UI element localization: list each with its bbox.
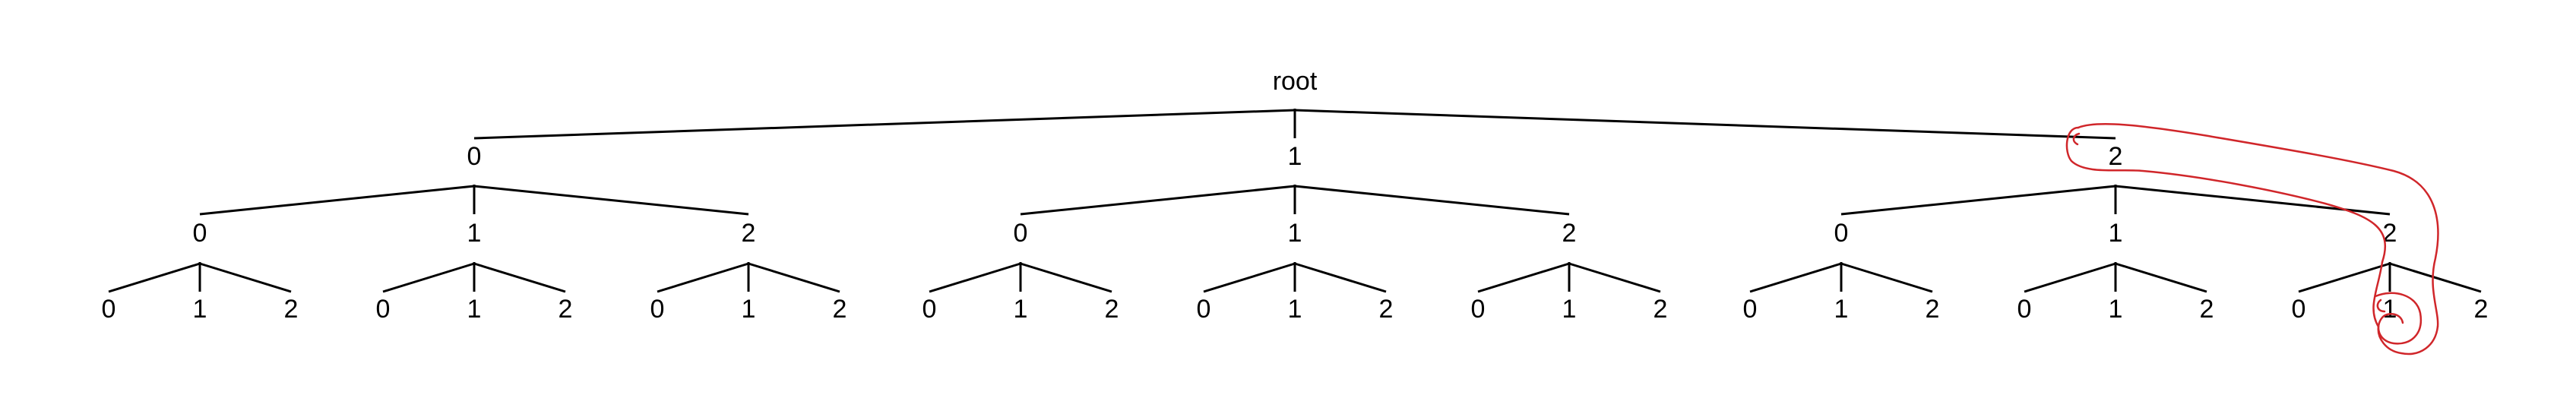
level1-node-1: 1: [1288, 142, 1302, 171]
edge-0-2-to-0: [657, 262, 749, 293]
leaf-node-2-0-2: 2: [1926, 295, 1940, 324]
tree-node-labels: root 0 0 0 1 2 1 0 1 2 2 0 1 2 1 0 0 1 2 1 0 1 2 2 0 1 2 2 0 0 1 2 1 0 1 2 2…: [102, 67, 2489, 324]
level2-node-1-0: 0: [1014, 219, 1028, 248]
leaf-node-0-1-2: 2: [559, 295, 573, 324]
level2-node-1-1: 1: [1288, 219, 1302, 248]
edge-1-2-to-2: [1568, 262, 1661, 293]
level2-node-0-2: 2: [742, 219, 756, 248]
edge-2-1-to-2: [2115, 262, 2207, 293]
edge-2-0-to-0: [1749, 262, 1842, 293]
leaf-node-1-2-0: 0: [1471, 295, 1486, 324]
edge-0-0-to-2: [199, 262, 292, 293]
leaf-node-1-2-2: 2: [1654, 295, 1668, 324]
annotation-left-descent: [2372, 261, 2384, 328]
annotation-hook: [2072, 132, 2081, 146]
leaf-node-2-2-2: 2: [2474, 295, 2489, 324]
edge-1-to-2: [1294, 185, 1570, 216]
edge-2-2-to-0: [2298, 262, 2391, 293]
leaf-node-1-0-2: 2: [1105, 295, 1119, 324]
leaf-node-1-0-1: 1: [1014, 295, 1028, 324]
edge-0-2-to-2: [748, 262, 840, 293]
leaf-node-0-2-1: 1: [742, 295, 756, 324]
leaf-node-2-1-1: 1: [2109, 295, 2123, 324]
leaf-node-1-2-1: 1: [1562, 295, 1577, 324]
leaf-node-0-2-2: 2: [833, 295, 847, 324]
annotation-upper-stroke: [2077, 123, 2439, 328]
level2-node-2-2: 2: [2383, 219, 2397, 248]
edge-1-1-to-0: [1203, 262, 1296, 293]
edge-0-0-to-0: [108, 262, 201, 293]
edge-2-to-0: [1840, 185, 2116, 216]
level2-node-0-0: 0: [193, 219, 207, 248]
level2-node-2-1: 1: [2109, 219, 2123, 248]
leaf-node-2-1-0: 0: [2017, 295, 2032, 324]
level2-node-2-0: 0: [1834, 219, 1849, 248]
tree-edges: [108, 109, 2482, 293]
leaf-node-0-1-0: 0: [376, 295, 391, 324]
annotation-leaf-tick: [2376, 299, 2386, 313]
edge-2-1-to-0: [2024, 262, 2116, 293]
edge-1-0-to-0: [929, 262, 1021, 293]
edge-0-to-2: [473, 185, 749, 216]
leaf-node-1-1-0: 0: [1197, 295, 1211, 324]
edge-1-2-to-0: [1477, 262, 1570, 293]
level2-node-1-2: 2: [1562, 219, 1577, 248]
leaf-node-0-2-0: 0: [650, 295, 665, 324]
leaf-node-0-0-0: 0: [102, 295, 116, 324]
leaf-node-0-0-2: 2: [284, 295, 299, 324]
level1-node-2: 2: [2109, 142, 2123, 171]
root-node-label: root: [1273, 67, 1318, 96]
red-highlight-annotation: [2065, 123, 2439, 356]
leaf-node-1-0-0: 0: [922, 295, 937, 324]
leaf-node-0-1-1: 1: [467, 295, 482, 324]
leaf-node-1-1-1: 1: [1288, 295, 1302, 324]
annotation-bottom-loop: [2377, 325, 2439, 356]
level1-node-0: 0: [467, 142, 482, 171]
edge-2-2-to-2: [2389, 262, 2482, 293]
edge-root-to-2: [1294, 109, 2116, 140]
leaf-node-2-2-0: 0: [2292, 295, 2306, 324]
leaf-node-1-1-2: 2: [1379, 295, 1394, 324]
edge-0-1-to-0: [382, 262, 475, 293]
edge-1-0-to-2: [1020, 262, 1112, 293]
leaf-node-2-1-2: 2: [2200, 295, 2214, 324]
leaf-node-0-0-1: 1: [193, 295, 207, 324]
edge-root-to-0: [473, 109, 1296, 140]
leaf-node-2-0-1: 1: [1834, 295, 1849, 324]
edge-1-to-0: [1020, 185, 1296, 216]
annotation-outer-stroke: [2065, 126, 2387, 264]
edge-0-to-0: [199, 185, 475, 216]
edge-1-1-to-2: [1294, 262, 1387, 293]
edge-2-0-to-2: [1840, 262, 1933, 293]
level2-node-0-1: 1: [467, 219, 482, 248]
leaf-node-2-0-0: 0: [1743, 295, 1758, 324]
leaf-node-2-2-1: 1: [2383, 295, 2397, 324]
edge-0-1-to-2: [473, 262, 566, 293]
annotation-leaf-circle: [2374, 292, 2423, 345]
